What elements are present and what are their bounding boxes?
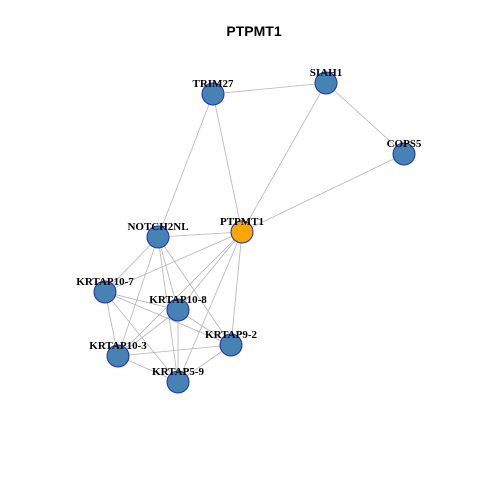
edge-ptpmt1-krtap10-8 <box>177 231 243 311</box>
node-ptpmt1: PTPMT1 <box>220 216 264 244</box>
node-label: SIAH1 <box>310 67 342 79</box>
edge-cops5-ptpmt1 <box>241 153 405 233</box>
edge-trim27-siah1 <box>212 82 327 95</box>
edge-siah1-ptpmt1 <box>241 82 327 233</box>
node-circle <box>106 344 130 368</box>
edge-krtap10-8-krtap10-3 <box>117 309 179 357</box>
edge-krtap10-7-krtap10-8 <box>104 291 179 311</box>
edge-notch2nl-ptpmt1 <box>157 231 243 238</box>
node-label: COPS5 <box>387 138 422 150</box>
edge-krtap10-7-krtap9-2 <box>104 291 232 346</box>
node-circle <box>230 220 254 244</box>
edge-trim27-notch2nl <box>157 93 214 238</box>
node-label: TRIM27 <box>193 78 234 90</box>
edge-ptpmt1-krtap9-2 <box>230 231 243 346</box>
node-label: NOTCH2NL <box>127 221 188 233</box>
node-circle <box>93 280 117 304</box>
edge-trim27-ptpmt1 <box>212 93 243 233</box>
node-krtap10-7: KRTAP10-7 <box>76 276 134 304</box>
node-krtap5-9: KRTAP5-9 <box>152 366 204 394</box>
node-krtap10-8: KRTAP10-8 <box>149 294 207 322</box>
node-trim27: TRIM27 <box>193 78 234 106</box>
node-circle <box>314 71 338 95</box>
edge-notch2nl-krtap9-2 <box>157 236 232 346</box>
edge-notch2nl-krtap10-8 <box>157 236 179 311</box>
node-circle <box>219 333 243 357</box>
node-circle <box>146 225 170 249</box>
node-krtap9-2: KRTAP9-2 <box>205 329 257 357</box>
node-label: KRTAP10-8 <box>149 294 207 306</box>
edge-krtap10-7-krtap5-9 <box>104 291 179 383</box>
node-circle <box>392 142 416 166</box>
node-krtap10-3: KRTAP10-3 <box>89 340 147 368</box>
edge-ptpmt1-krtap10-7 <box>104 231 243 293</box>
edge-notch2nl-krtap10-3 <box>117 236 159 357</box>
node-circle <box>166 298 190 322</box>
edge-krtap9-2-krtap10-3 <box>117 344 232 357</box>
node-notch2nl: NOTCH2NL <box>127 221 189 249</box>
node-siah1: SIAH1 <box>310 67 342 95</box>
node-circle <box>166 370 190 394</box>
node-circle <box>201 82 225 106</box>
node-label: KRTAP10-3 <box>89 340 147 352</box>
edge-notch2nl-krtap10-7 <box>104 236 159 293</box>
node-label: KRTAP5-9 <box>152 366 204 378</box>
diagram-title: PTPMT1 <box>226 23 281 39</box>
node-label: KRTAP10-7 <box>76 276 134 288</box>
edge-layer <box>104 82 405 383</box>
edge-ptpmt1-krtap10-3 <box>117 231 243 357</box>
edge-siah1-cops5 <box>325 82 405 155</box>
edge-ptpmt1-krtap5-9 <box>177 231 243 383</box>
node-cops5: COPS5 <box>387 138 422 166</box>
node-label: KRTAP9-2 <box>205 329 257 341</box>
node-label: PTPMT1 <box>220 216 264 228</box>
